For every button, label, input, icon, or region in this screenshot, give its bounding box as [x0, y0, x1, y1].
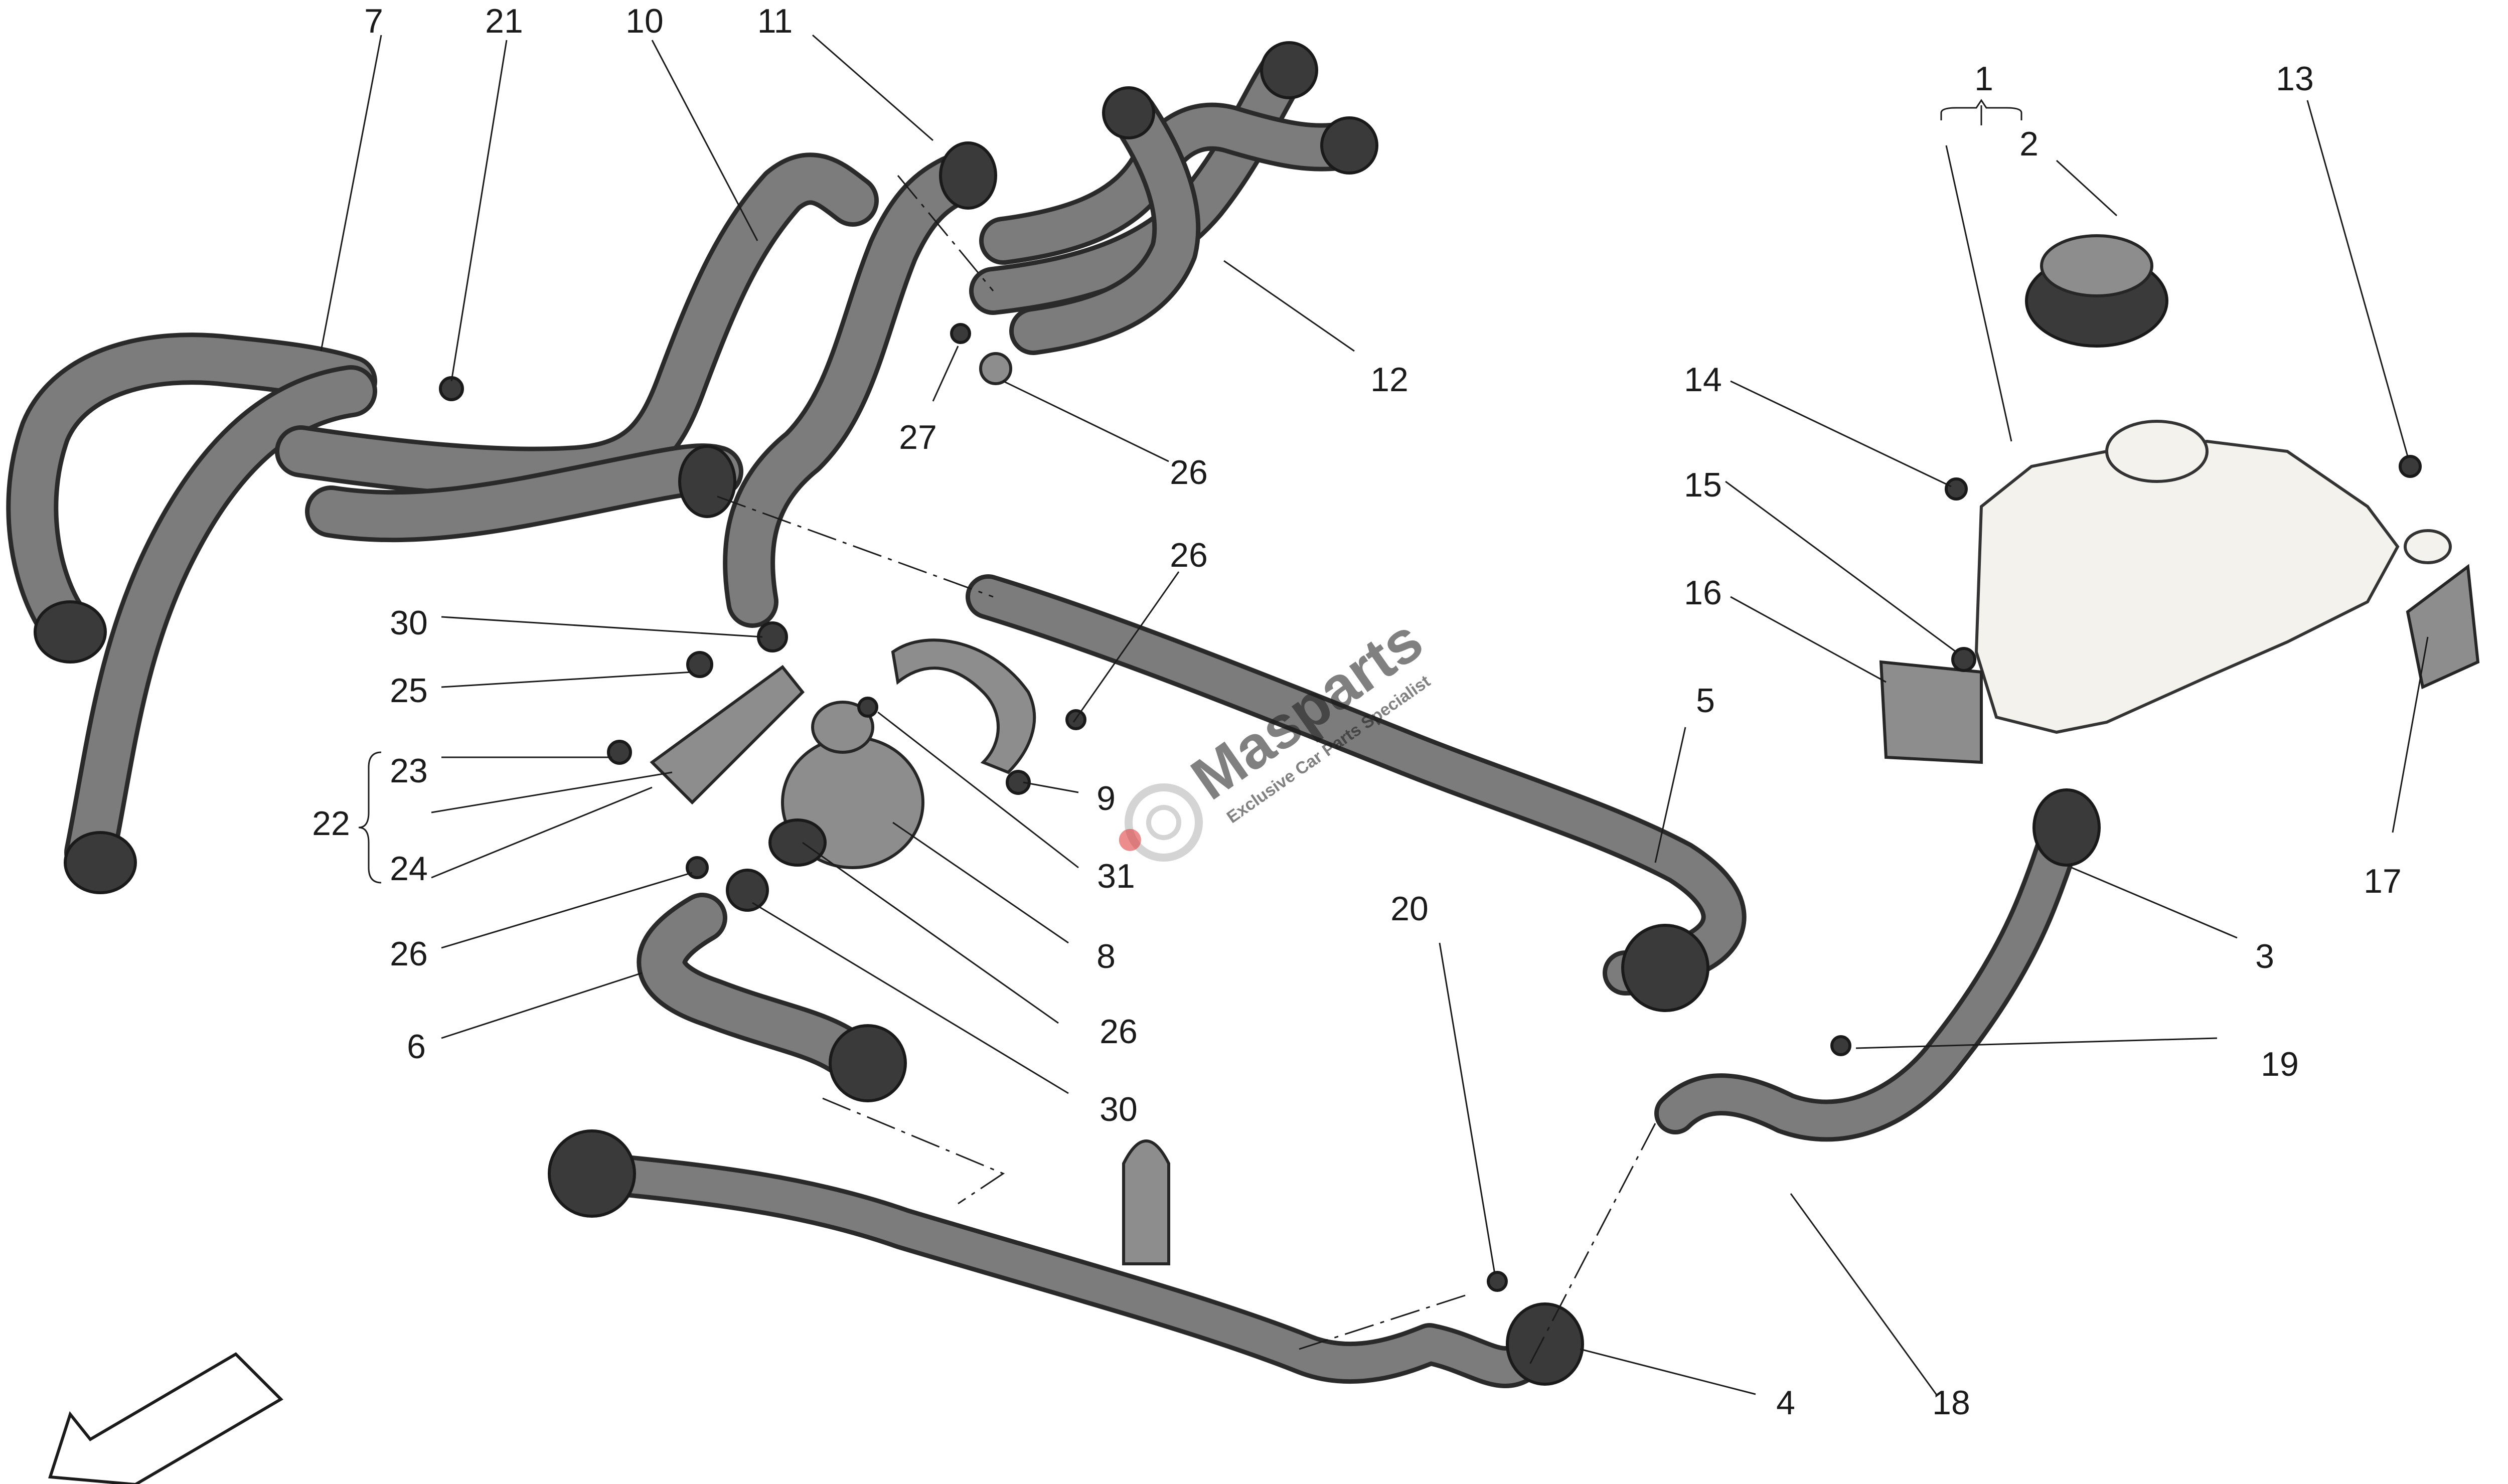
- callout-10: 10: [625, 2, 664, 40]
- fastener-9: [1006, 770, 1031, 795]
- callout-30b: 30: [1100, 1090, 1138, 1128]
- callout-26b: 26: [1100, 1013, 1138, 1051]
- hose-4-connector: [1506, 1302, 1584, 1386]
- callout-25: 25: [390, 672, 428, 710]
- fastener-31: [857, 697, 878, 718]
- callout-7: 7: [364, 2, 383, 40]
- callout-12: 12: [1370, 361, 1408, 399]
- pump-bracket: [650, 665, 805, 805]
- hose-12-connector: [1260, 41, 1318, 99]
- callout-3: 3: [2255, 937, 2274, 975]
- gear-logo-icon: [1119, 783, 1203, 862]
- callout-23: 23: [390, 752, 428, 790]
- hose-7-end-connector: [64, 831, 137, 894]
- fastener-20: [1487, 1271, 1508, 1292]
- callout-26: 26: [390, 935, 428, 973]
- seal-28: [979, 352, 1012, 385]
- callout-19: 19: [2261, 1045, 2299, 1083]
- callout-18: 18: [1932, 1384, 1970, 1422]
- callout-29: 27: [899, 418, 937, 456]
- callout-30: 30: [390, 604, 428, 642]
- hose-11: [723, 141, 997, 628]
- callout-11: 11: [757, 2, 793, 40]
- hose-6: [637, 893, 907, 1102]
- leader-lines: [320, 34, 2429, 1395]
- callout-15: 15: [1684, 466, 1722, 504]
- fastener-26: [686, 856, 709, 879]
- fastener-25: [686, 651, 713, 678]
- bracket-16: [1879, 660, 1983, 764]
- fastener-14: [1945, 477, 1968, 501]
- callout-4: 4: [1776, 1384, 1795, 1422]
- fastener-23: [607, 740, 632, 765]
- hose-4: [548, 1129, 1584, 1388]
- callout-22: 22: [312, 804, 350, 843]
- hose-10: [275, 152, 879, 543]
- clamp-30: [726, 869, 769, 912]
- fastener-19: [1830, 1035, 1851, 1056]
- hose-7-end-connector: [34, 600, 107, 664]
- callout-14: 14: [1684, 361, 1722, 399]
- callout-5: 5: [1696, 682, 1715, 720]
- hose-10-clamp: [678, 445, 736, 518]
- clamp-30: [757, 621, 788, 652]
- callout-8: 8: [1096, 937, 1116, 975]
- hose-12-connector: [1320, 116, 1378, 175]
- callout-1: 1: [1974, 60, 1993, 98]
- callouts: 7 21 10 11 1 2 13 12 14 27 26 15 26 16 3…: [312, 2, 2402, 1422]
- callout-31: 31: [1097, 857, 1135, 895]
- tank-filler-neck: [2105, 420, 2209, 483]
- group-brace-22: [358, 751, 382, 884]
- bracket-17: [2406, 564, 2480, 690]
- fastener-13: [2399, 455, 2422, 478]
- connection-line: [897, 175, 994, 291]
- tank-cap: [2025, 234, 2168, 348]
- connection-line: [822, 1097, 1005, 1205]
- expansion-tank: [1974, 420, 2452, 734]
- hose-12: [969, 41, 1378, 355]
- callout-24: 24: [390, 850, 428, 888]
- hose-3-connector: [2032, 788, 2101, 867]
- callout-28: 26: [1170, 453, 1208, 491]
- electric-water-pump: [768, 701, 924, 869]
- hose-3: [1654, 788, 2101, 1142]
- callout-13: 13: [2276, 60, 2314, 98]
- callout-9: 9: [1096, 779, 1116, 817]
- hose-6-connector: [829, 1024, 907, 1102]
- direction-arrow-icon: [48, 1352, 283, 1484]
- callout-17: 17: [2364, 862, 2402, 900]
- fastener-29: [950, 323, 971, 344]
- callout-21: 21: [485, 2, 523, 40]
- hose-12-connector: [1102, 86, 1155, 139]
- callout-2: 2: [2019, 125, 2039, 163]
- connection-line: [1299, 1293, 1470, 1350]
- callout-16: 16: [1684, 574, 1722, 612]
- hose-4-connector: [548, 1129, 636, 1218]
- pump-clamp-strap: [891, 638, 1036, 774]
- callout-6: 6: [407, 1028, 426, 1066]
- callout-27: 26: [1170, 536, 1208, 574]
- callout-20: 20: [1390, 890, 1429, 928]
- hose-11-connector: [939, 141, 997, 210]
- connection-line: [717, 496, 994, 598]
- fastener-15: [1951, 647, 1976, 672]
- connection-line: [1529, 1123, 1656, 1365]
- hose-5-connector: [1621, 924, 1709, 1012]
- hose-7: [6, 333, 377, 894]
- hose-4-bracket: [1122, 1139, 1170, 1265]
- tank-mount-eye: [2404, 529, 2452, 564]
- hose-5: [966, 574, 1747, 1012]
